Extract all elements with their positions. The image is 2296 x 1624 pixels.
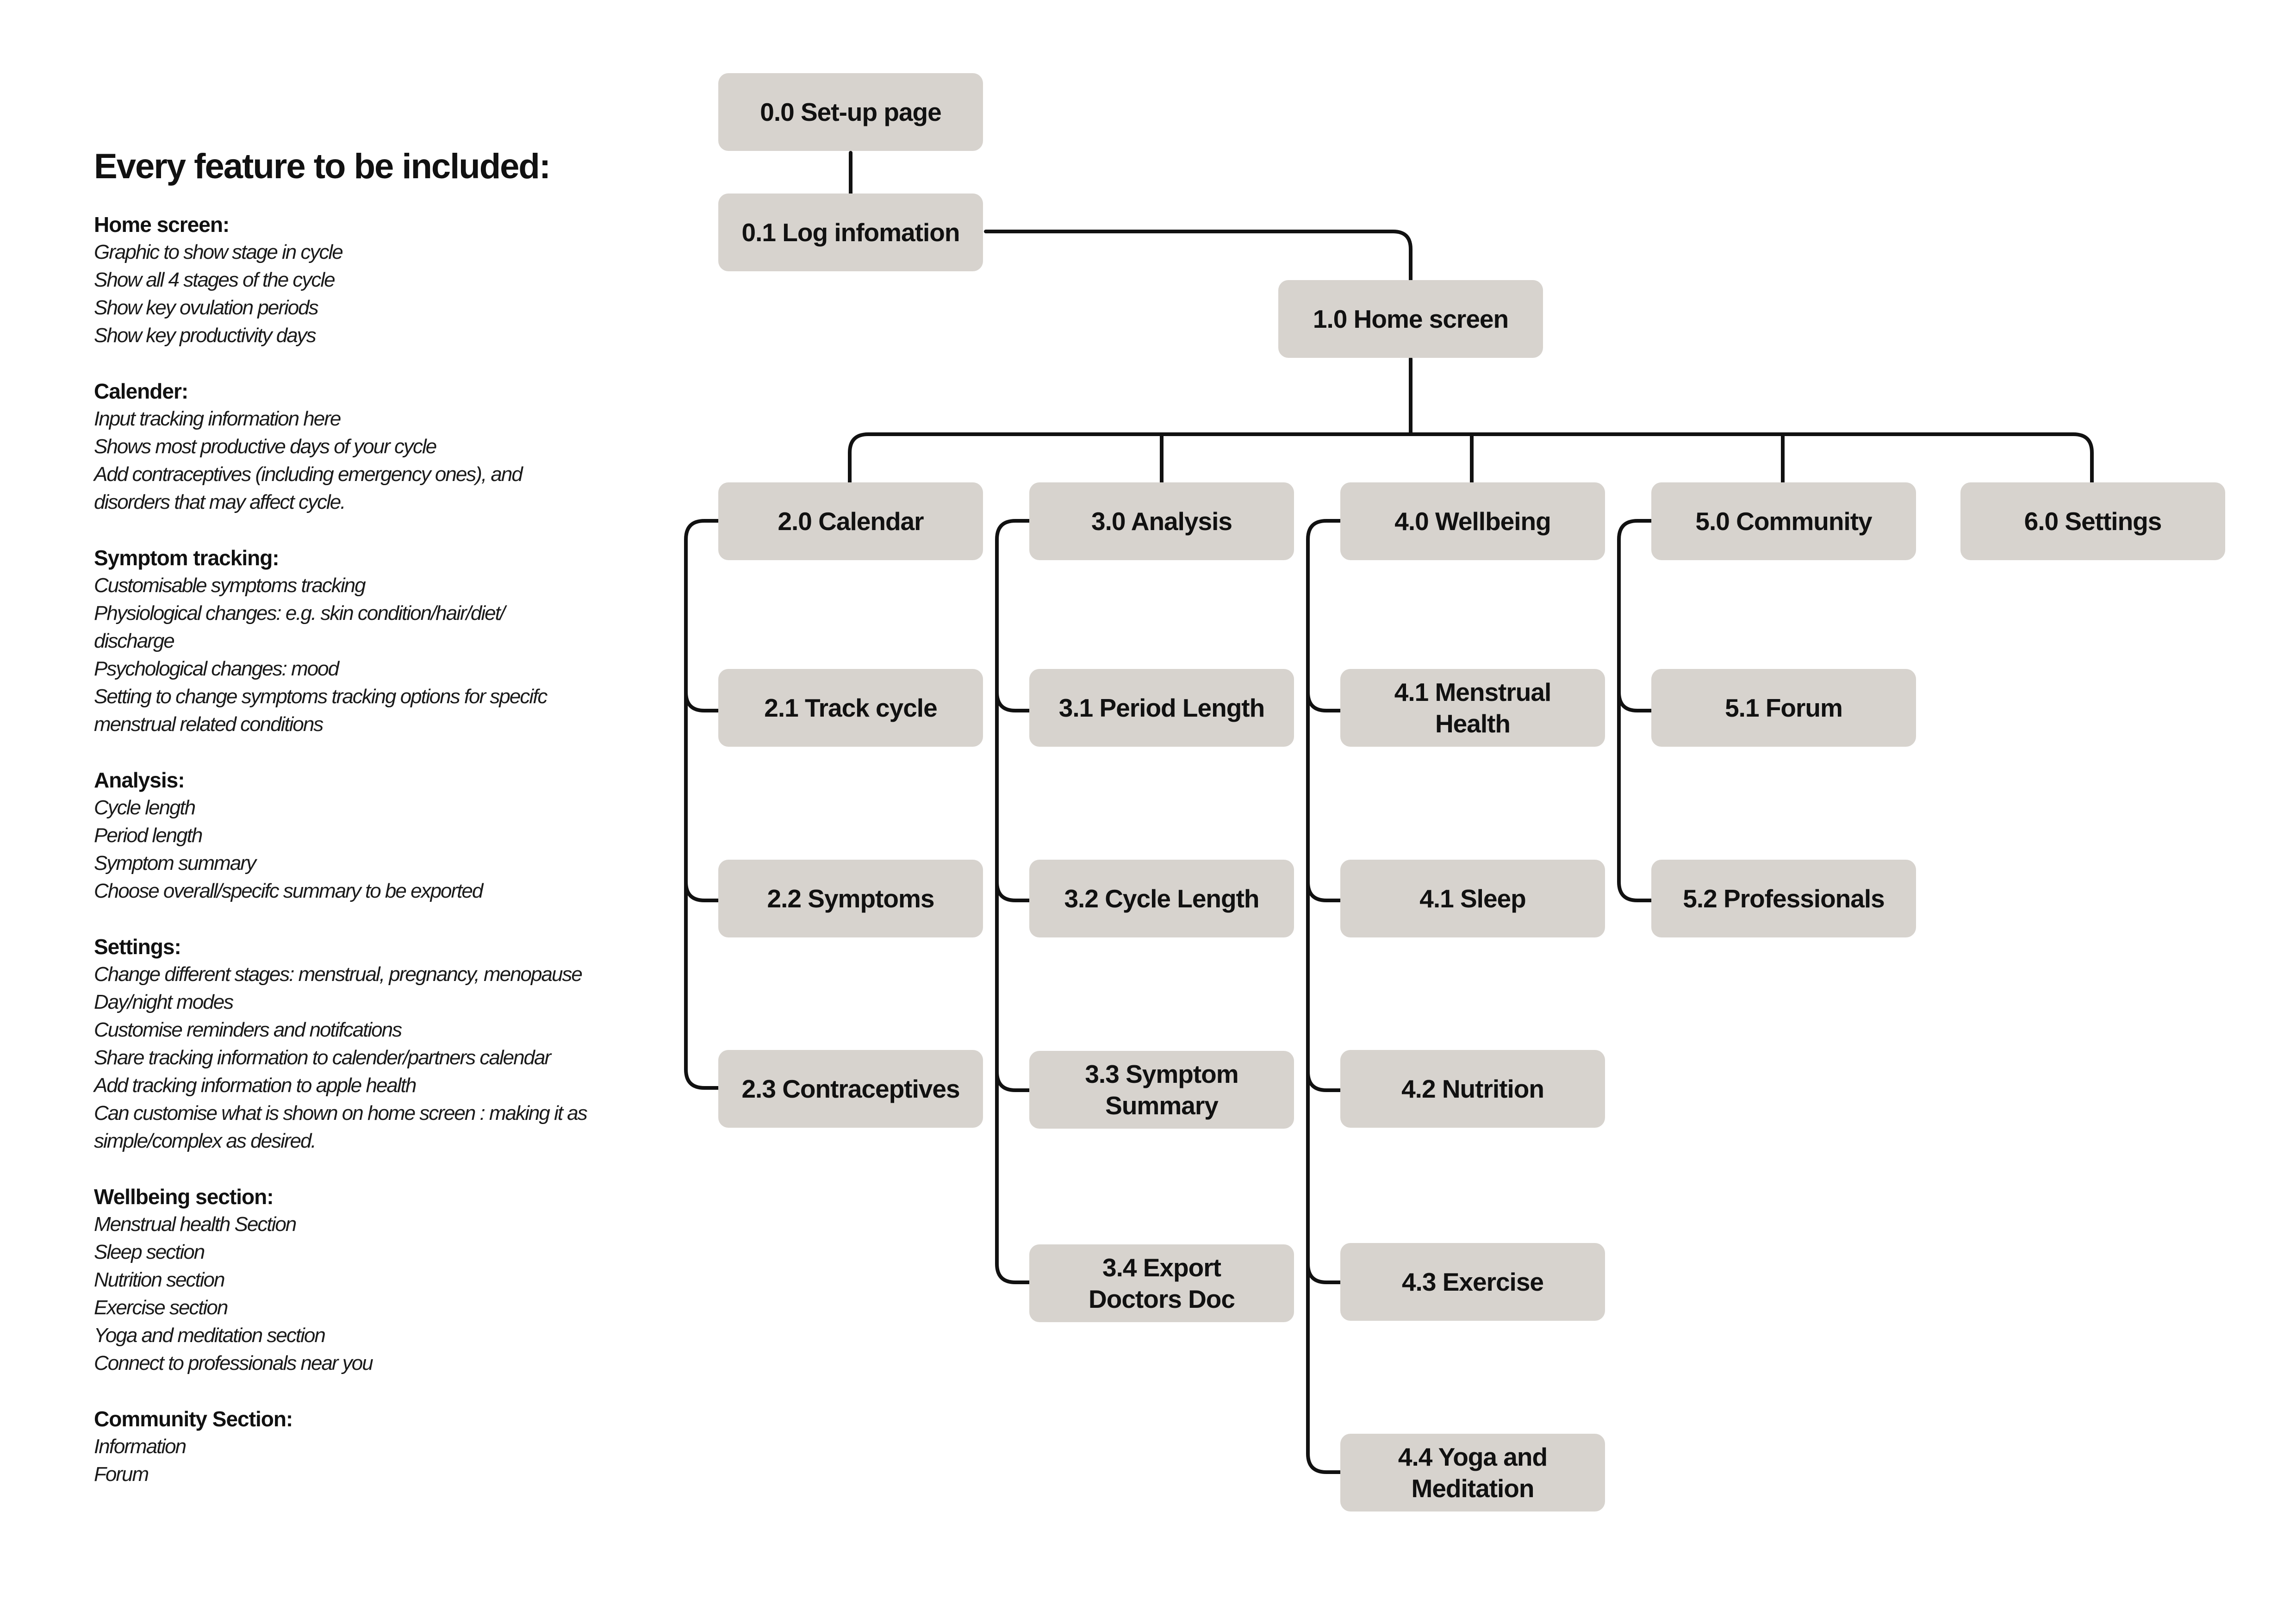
feature-item: discharge xyxy=(94,630,175,652)
feature-section: Settings: Change different stages: menstr… xyxy=(94,933,663,1155)
feature-section-heading: Calender: xyxy=(94,379,188,403)
node-log-information: 0.1 Log infomation xyxy=(718,194,983,271)
node-menstrual-health: 4.1 Menstrual Health xyxy=(1340,669,1605,747)
feature-item: Information xyxy=(94,1435,187,1458)
feature-section: Home screen:Graphic to show stage in cyc… xyxy=(94,211,663,350)
feature-section: Symptom tracking:Customisable symptoms t… xyxy=(94,544,663,738)
feature-item: Menstrual health Section xyxy=(94,1213,297,1236)
feature-item: disorders that may affect cycle. xyxy=(94,491,346,513)
node-track-cycle: 2.1 Track cycle xyxy=(718,669,983,747)
feature-item: Graphic to show stage in cycle xyxy=(94,241,343,263)
feature-item: Show all 4 stages of the cycle xyxy=(94,269,336,291)
feature-item: Show key ovulation periods xyxy=(94,296,319,319)
arrow-to-track-cycle xyxy=(684,690,740,715)
node-setup-page: 0.0 Set-up page xyxy=(718,73,983,151)
feature-item: Setting to change symptoms tracking opti… xyxy=(94,685,548,708)
arrow-to-nutrition xyxy=(1306,1070,1363,1095)
feature-item: Add contraceptives (including emergency … xyxy=(94,463,523,486)
feature-section: Wellbeing section:Menstrual health Secti… xyxy=(94,1183,663,1377)
line-wellbeing-spine xyxy=(1306,519,1363,1477)
node-export-doctors-doc: 3.4 Export Doctors Doc xyxy=(1029,1244,1294,1322)
feature-item: Sleep section xyxy=(94,1241,205,1263)
feature-section: Calender:Input tracking information here… xyxy=(94,377,663,516)
feature-item: Shows most productive days of your cycle xyxy=(94,435,437,458)
feature-section-heading: Wellbeing section: xyxy=(94,1185,274,1209)
feature-list-title: Every feature to be included: xyxy=(94,147,551,186)
node-cycle-length: 3.2 Cycle Length xyxy=(1029,860,1294,937)
feature-item: Share tracking information to calender/p… xyxy=(94,1046,551,1069)
node-forum: 5.1 Forum xyxy=(1651,669,1916,747)
node-analysis: 3.0 Analysis xyxy=(1029,482,1294,560)
feature-item: Change different stages: menstrual, preg… xyxy=(94,963,583,986)
feature-item: Can customise what is shown on home scre… xyxy=(94,1102,588,1124)
feature-section-heading: Settings: xyxy=(94,935,181,959)
feature-item: Connect to professionals near you xyxy=(94,1352,373,1374)
feature-item: Nutrition section xyxy=(94,1268,225,1291)
feature-item: Forum xyxy=(94,1463,149,1486)
feature-sections: Home screen:Graphic to show stage in cyc… xyxy=(94,211,663,1488)
feature-item: Period length xyxy=(94,824,203,847)
feature-section-heading: Community Section: xyxy=(94,1407,293,1431)
arrow-to-menstrual-health xyxy=(1306,690,1363,715)
node-symptom-summary: 3.3 Symptom Summary xyxy=(1029,1051,1294,1129)
feature-item: Customise reminders and notifcations xyxy=(94,1018,402,1041)
arrow-to-cycle-length xyxy=(995,880,1052,905)
feature-item: Cycle length xyxy=(94,796,196,819)
feature-section-heading: Symptom tracking: xyxy=(94,546,280,570)
feature-item: Day/night modes xyxy=(94,991,234,1013)
node-period-length: 3.1 Period Length xyxy=(1029,669,1294,747)
feature-item: Symptom summary xyxy=(94,852,256,874)
arrow-to-exercise xyxy=(1306,1262,1363,1287)
feature-item: Choose overall/specifc summary to be exp… xyxy=(94,880,483,902)
feature-item: Input tracking information here xyxy=(94,407,341,430)
feature-item: Add tracking information to apple health xyxy=(94,1074,417,1097)
feature-item: Show key productivity days xyxy=(94,324,317,347)
feature-section-heading: Home screen: xyxy=(94,212,230,237)
node-sleep: 4.1 Sleep xyxy=(1340,860,1605,937)
arrow-to-symptoms xyxy=(684,880,740,905)
line-calendar-spine xyxy=(684,519,740,1093)
node-exercise: 4.3 Exercise xyxy=(1340,1243,1605,1321)
node-professionals: 5.2 Professionals xyxy=(1651,860,1916,937)
line-analysis-spine xyxy=(995,519,1052,1287)
feature-section-heading: Analysis: xyxy=(94,768,185,792)
feature-list: Every feature to be included: Home scree… xyxy=(94,141,663,1516)
node-contraceptives: 2.3 Contraceptives xyxy=(718,1050,983,1128)
arrow-to-sleep xyxy=(1306,880,1363,905)
feature-item: Physiological changes: e.g. skin conditi… xyxy=(94,602,505,625)
node-community: 5.0 Community xyxy=(1651,482,1916,560)
node-nutrition: 4.2 Nutrition xyxy=(1340,1050,1605,1128)
feature-item-list: Change different stages: menstrual, preg… xyxy=(94,961,663,1155)
arrow-log-to-home xyxy=(984,230,1415,302)
node-home-screen: 1.0 Home screen xyxy=(1278,280,1543,358)
arrow-to-period-length xyxy=(995,690,1052,715)
feature-item: Psychological changes: mood xyxy=(94,657,339,680)
feature-item: Yoga and meditation section xyxy=(94,1324,326,1347)
arrow-to-symptom-summary xyxy=(995,1070,1052,1095)
node-yoga-meditation: 4.4 Yoga and Meditation xyxy=(1340,1434,1605,1512)
feature-item: simple/complex as desired. xyxy=(94,1130,317,1152)
feature-item: Customisable symptoms tracking xyxy=(94,574,366,597)
feature-item: Exercise section xyxy=(94,1296,228,1319)
line-community-spine xyxy=(1617,519,1674,905)
node-calendar: 2.0 Calendar xyxy=(718,482,983,560)
node-symptoms: 2.2 Symptoms xyxy=(718,860,983,937)
node-settings: 6.0 Settings xyxy=(1960,482,2225,560)
node-wellbeing: 4.0 Wellbeing xyxy=(1340,482,1605,560)
arrow-to-forum xyxy=(1617,690,1674,715)
feature-item: menstrual related conditions xyxy=(94,713,324,736)
